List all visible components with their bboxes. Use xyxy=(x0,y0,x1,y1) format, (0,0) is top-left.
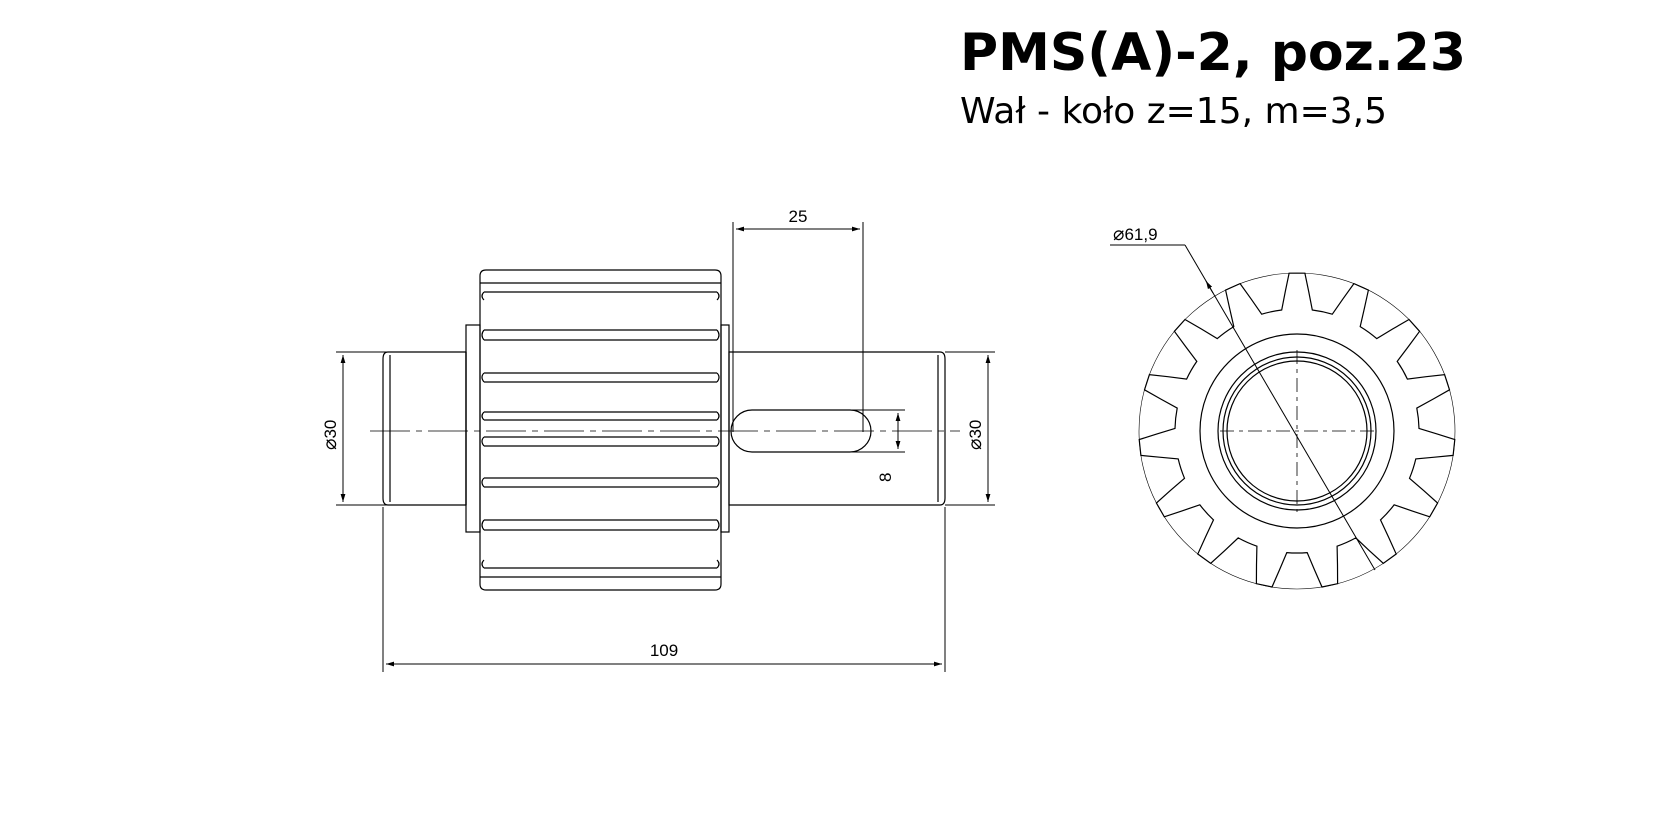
right-shaft xyxy=(728,351,946,506)
drawing-subtitle: Wał - koło z=15, m=3,5 xyxy=(960,91,1387,132)
dim-tip-diameter-label: ⌀61,9 xyxy=(1113,224,1158,245)
gear-body xyxy=(465,269,730,591)
dim-overall-length xyxy=(382,507,946,672)
dim-right-diameter xyxy=(945,351,995,506)
dim-left-diameter xyxy=(336,351,388,506)
dim-keyway-width-label: 8 xyxy=(876,473,895,482)
dim-tip-diameter xyxy=(1110,244,1376,571)
dim-overall-length-label: 109 xyxy=(650,641,678,660)
tip-circle xyxy=(1138,272,1456,590)
left-shaft xyxy=(382,351,467,506)
dim-keyway-width xyxy=(850,409,905,453)
hub-circle xyxy=(1199,333,1395,529)
side-view xyxy=(370,269,960,591)
dim-keyway-length xyxy=(732,222,864,432)
drawing-title: PMS(A)-2, poz.23 xyxy=(960,23,1467,83)
front-view xyxy=(1138,272,1456,590)
dim-keyway-length-label: 25 xyxy=(789,207,808,226)
dim-right-diameter-label: ⌀30 xyxy=(965,420,986,450)
dim-left-diameter-label: ⌀30 xyxy=(320,420,341,450)
gear-outline xyxy=(1138,272,1456,588)
title-block: PMS(A)-2, poz.23 Wał - koło z=15, m=3,5 xyxy=(960,20,1467,138)
